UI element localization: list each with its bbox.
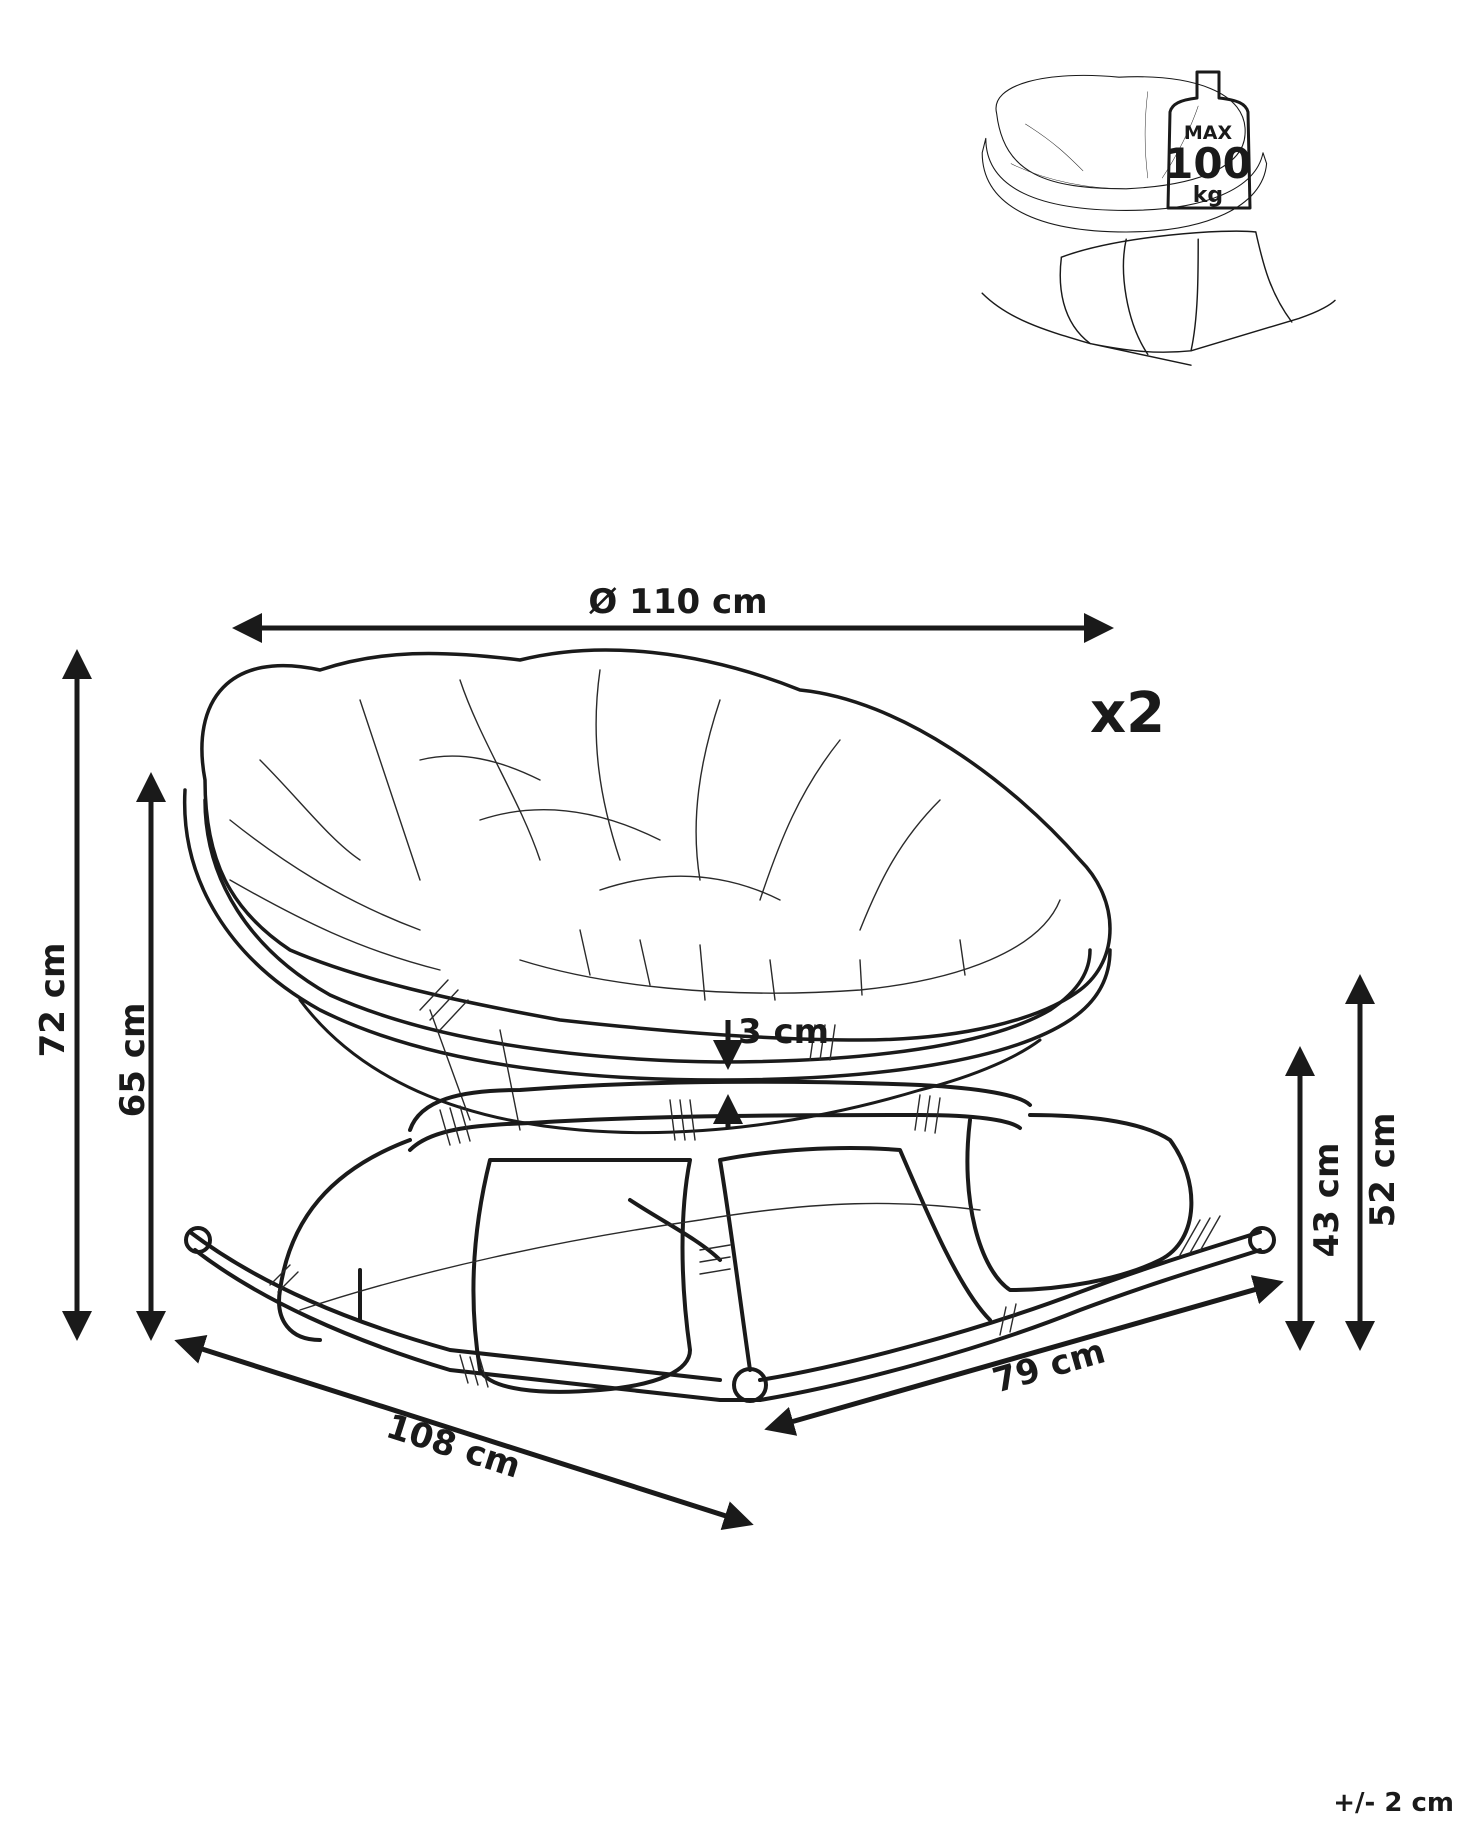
diameter-label: Ø 110 cm <box>588 582 767 622</box>
preview-chair <box>981 74 1336 366</box>
weight-capacity-badge: MAX 100 kg <box>1164 70 1252 210</box>
weight-badge-top: MAX <box>1184 122 1233 144</box>
depth-left-arrow <box>174 1334 754 1531</box>
depth-right-label: 79 cm <box>988 1331 1109 1401</box>
depth-right-arrow <box>764 1275 1284 1436</box>
total-height-label: 72 cm <box>33 943 73 1058</box>
tolerance-note: +/- 2 cm <box>1333 1788 1454 1818</box>
rocker-base <box>408 1079 1032 1132</box>
bowl-frame-ring <box>182 788 1112 1082</box>
quantity-label: x2 <box>1090 681 1165 746</box>
seat-height-label: 43 cm <box>1307 1143 1347 1258</box>
weight-badge-value: 100 <box>1164 139 1252 188</box>
seat-back-height-label: 65 cm <box>113 1003 153 1118</box>
cushion-thickness-label: 3 cm <box>738 1012 829 1052</box>
weight-badge-unit: kg <box>1193 183 1223 208</box>
depth-left-label: 108 cm <box>381 1406 525 1486</box>
cushion-outline <box>200 648 1112 1042</box>
armrest-height-label: 52 cm <box>1363 1113 1403 1228</box>
weight-icon <box>1166 70 1252 210</box>
